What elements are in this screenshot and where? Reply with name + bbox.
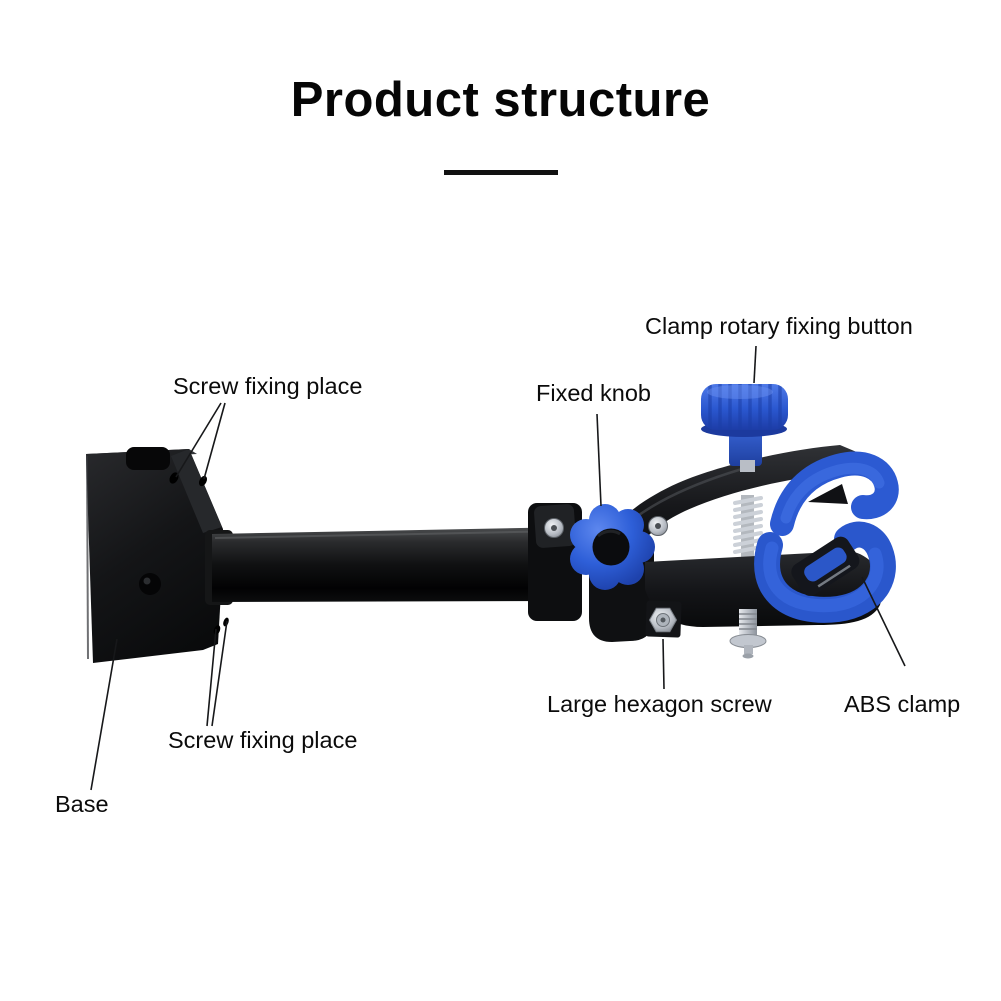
- leader-screw-top-2: [203, 402, 226, 480]
- arm-joint: [528, 503, 582, 621]
- leader-base: [90, 638, 118, 791]
- arm-tube: [205, 527, 572, 605]
- base-hanging-notch: [126, 447, 170, 470]
- screw-hole-top-2: [198, 475, 208, 487]
- leader-abs-clamp: [861, 576, 906, 667]
- leader-clamp-rotary: [753, 345, 757, 384]
- clamp-bolt: [729, 609, 767, 659]
- leader-hex-screw: [662, 638, 665, 690]
- leader-screw-bottom-1: [206, 628, 217, 727]
- leader-fixed-knob: [596, 413, 602, 507]
- leader-screw-top-1: [175, 402, 222, 478]
- base-block: [86, 447, 229, 663]
- label-fixed-knob: Fixed knob: [536, 380, 651, 406]
- screw-hole-bottom-2: [223, 617, 229, 627]
- label-abs-clamp: ABS clamp: [844, 691, 961, 717]
- leader-lines: [90, 345, 906, 791]
- clamp-rotary-fixing-button-graphic: [701, 384, 788, 472]
- fixed-knob-graphic: [570, 504, 655, 590]
- label-screw-fixing-place-top: Screw fixing place: [173, 373, 363, 399]
- label-screw-fixing-place-bottom: Screw fixing place: [168, 727, 358, 753]
- large-hexagon-screw-graphic: [645, 600, 682, 638]
- label-clamp-rotary-fixing-button: Clamp rotary fixing button: [645, 313, 913, 339]
- leader-screw-bottom-2: [211, 620, 228, 727]
- label-large-hexagon-screw: Large hexagon screw: [547, 691, 772, 717]
- title-underline: [444, 170, 558, 175]
- abs-clamp-lower-jaw: [754, 521, 896, 623]
- label-base: Base: [55, 791, 109, 817]
- abs-clamp-upper-jaw: [770, 451, 899, 536]
- base-front-hole: [139, 573, 161, 595]
- page-title: Product structure: [290, 73, 711, 127]
